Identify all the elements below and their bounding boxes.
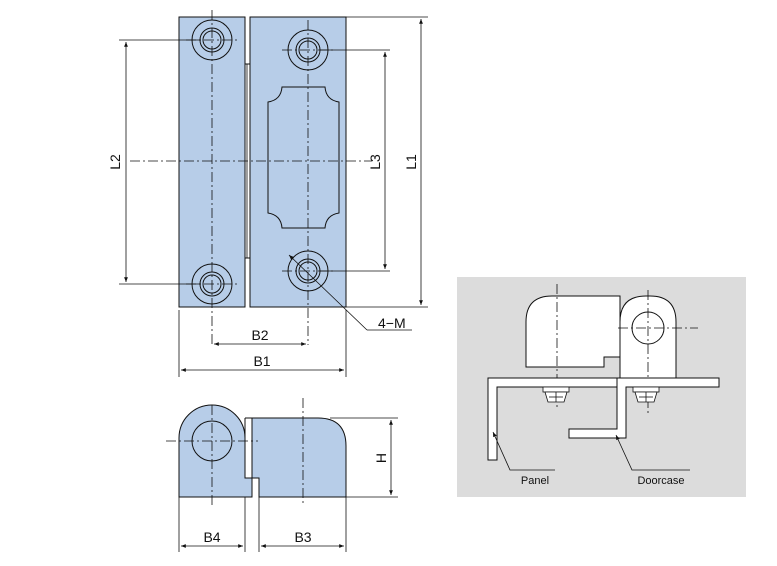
dim-b2: B2 [251,327,268,343]
dim-h: H [373,453,389,463]
top-view: L2 L3 L1 4−M B2 B1 [107,10,428,377]
inset-knuckle [619,295,677,379]
front-left-knuckle [178,404,253,498]
inset-screw-left [542,386,570,403]
dim-l1: L1 [403,154,419,170]
front-view: H B4 B3 [166,398,398,552]
right-leaf [249,16,347,308]
dim-b1: B1 [253,353,270,369]
inset-hinge-body [525,295,621,368]
label-doorcase: Doorcase [637,475,684,487]
installation-inset: Panel Doorcase [457,277,746,497]
label-panel: Panel [521,475,549,487]
dim-holes: 4−M [378,315,406,331]
dim-b4: B4 [203,529,220,545]
dim-l3: L3 [367,154,383,170]
dim-b3: B3 [294,529,311,545]
inset-doorcase [568,377,720,439]
dim-l2: L2 [107,154,123,170]
front-right-leaf [245,417,347,498]
recess-outline [267,86,340,229]
inset-screw-right [632,386,660,403]
